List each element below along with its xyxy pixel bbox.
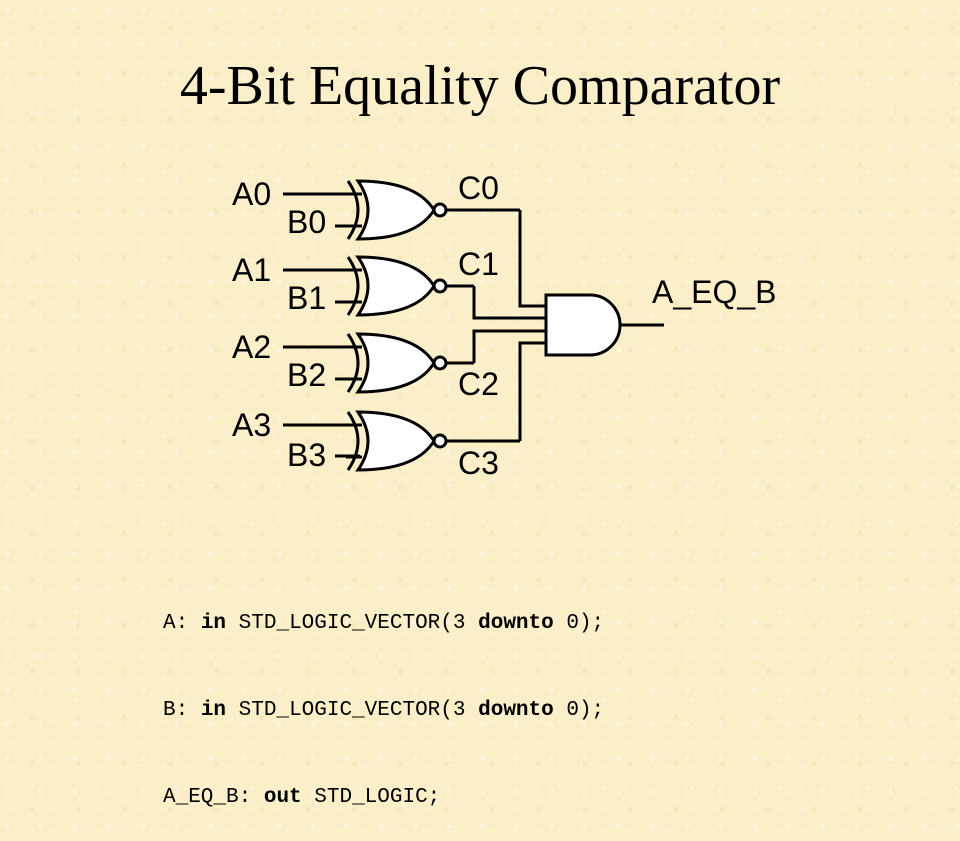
output-label-c0: C0 (458, 170, 499, 206)
xnor-gate-1 (283, 255, 474, 317)
xnor-gate-3 (283, 410, 520, 472)
range-tail: 0); (553, 612, 605, 635)
port-type: STD_LOGIC; (314, 786, 441, 809)
port-type: STD_LOGIC_VECTOR(3 (238, 699, 479, 722)
separator (226, 612, 239, 635)
output-label-c1: C1 (458, 246, 499, 282)
port-name: A_EQ_B (163, 786, 239, 809)
routing-wires (472, 210, 546, 441)
range-tail: 0); (553, 699, 605, 722)
port-type: STD_LOGIC_VECTOR(3 (238, 612, 479, 635)
keyword-in: in (200, 612, 227, 635)
code-line-b: B: in STD_LOGIC_VECTOR(3 downto 0); (163, 696, 604, 725)
separator: : (175, 612, 201, 635)
code-line-a-eq-b: A_EQ_B: out STD_LOGIC; (163, 783, 604, 812)
separator: : (175, 699, 201, 722)
input-label-b0: B0 (287, 204, 326, 240)
input-label-a1: A1 (232, 252, 271, 288)
keyword-out: out (263, 786, 302, 809)
keyword-in: in (200, 699, 227, 722)
separator (226, 699, 239, 722)
input-label-a3: A3 (232, 407, 271, 443)
port-name: A (163, 612, 176, 635)
port-name: B (163, 699, 176, 722)
input-label-a2: A2 (232, 329, 271, 365)
output-label-c2: C2 (458, 366, 499, 402)
input-label-b2: B2 (287, 357, 326, 393)
input-label-b1: B1 (287, 280, 326, 316)
separator: : (238, 786, 264, 809)
separator (302, 786, 315, 809)
output-label-a-eq-b: A_EQ_B (652, 274, 777, 310)
output-label-c3: C3 (458, 445, 499, 481)
keyword-downto: downto (478, 699, 554, 722)
vhdl-port-declarations: A: in STD_LOGIC_VECTOR(3 downto 0); B: i… (163, 551, 604, 841)
xnor-gate-2 (283, 332, 474, 394)
input-label-b3: B3 (287, 437, 326, 473)
input-label-a0: A0 (232, 176, 271, 212)
xnor-gate-0 (283, 179, 520, 241)
keyword-downto: downto (478, 612, 554, 635)
comparator-circuit-diagram: A0 B0 C0 A1 B1 C1 A2 B2 C2 A3 B3 C3 A_EQ… (232, 170, 777, 481)
slide-title: 4-Bit Equality Comparator (179, 55, 781, 117)
code-line-a: A: in STD_LOGIC_VECTOR(3 downto 0); (163, 609, 604, 638)
and-gate (544, 293, 622, 357)
